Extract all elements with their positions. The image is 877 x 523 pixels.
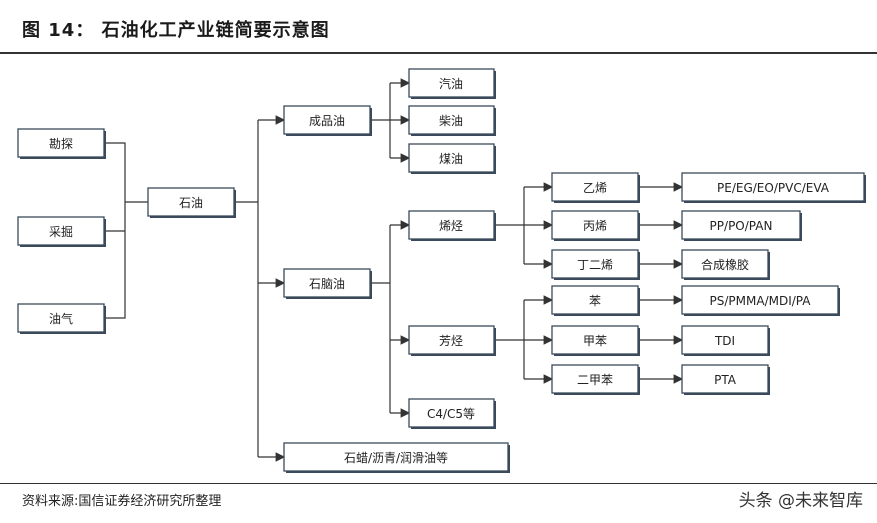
node-shila: 石蜡/沥青/润滑油等 [283,442,510,473]
svg-text:PTA: PTA [714,373,737,387]
watermark: 头条 @未来智库 [738,491,863,511]
node-chengpinyou: 成品油 [283,105,372,136]
svg-text:柴油: 柴油 [439,114,463,128]
node-pp: PP/PO/PAN [681,210,802,241]
node-caijue: 采掘 [17,216,106,247]
svg-text:煤油: 煤油 [439,152,463,166]
node-qiyou: 汽油 [408,68,496,99]
svg-text:采掘: 采掘 [49,224,73,239]
node-erjiaben: 二甲苯 [551,364,640,395]
svg-text:石油: 石油 [179,196,203,210]
top-rule [0,52,877,54]
node-pta: PTA [681,364,770,395]
node-hecheng: 合成橡胶 [681,249,770,280]
node-youqi: 油气 [17,303,106,334]
node-yixi: 乙烯 [551,172,640,203]
svg-text:石蜡/沥青/润滑油等: 石蜡/沥青/润滑油等 [344,451,448,465]
svg-text:C4/C5等: C4/C5等 [427,407,475,421]
svg-text:石脑油: 石脑油 [309,277,345,291]
svg-text:甲苯: 甲苯 [583,334,607,348]
bottom-rule [0,483,877,484]
svg-text:PE/EG/EO/PVC/EVA: PE/EG/EO/PVC/EVA [717,181,830,195]
node-dingerxi: 丁二烯 [551,249,640,280]
svg-text:丁二烯: 丁二烯 [577,258,613,272]
svg-text:汽油: 汽油 [439,76,463,91]
node-c4c5: C4/C5等 [408,398,496,429]
svg-text:苯: 苯 [589,294,601,308]
node-jiaben: 甲苯 [551,325,640,356]
svg-text:成品油: 成品油 [309,114,345,128]
svg-text:PP/PO/PAN: PP/PO/PAN [710,219,773,233]
svg-text:油气: 油气 [49,311,73,326]
svg-text:勘探: 勘探 [49,137,73,151]
node-shinaoyou: 石脑油 [283,268,372,299]
svg-text:芳烃: 芳烃 [439,334,463,348]
source-note: 资料来源:国信证券经济研究所整理 [22,494,222,509]
svg-text:TDI: TDI [714,334,735,348]
node-meiyou: 煤油 [408,143,496,174]
svg-text:乙烯: 乙烯 [583,181,607,195]
node-ben: 苯 [551,285,640,316]
node-chaiyou: 柴油 [408,105,496,136]
figure-title: 图 14： 石油化工产业链简要示意图 [22,20,330,41]
node-fangting: 芳烃 [408,325,496,356]
svg-text:丙烯: 丙烯 [583,219,607,233]
edges [104,78,684,462]
node-pe: PE/EG/EO/PVC/EVA [681,172,866,203]
node-tdi: TDI [681,325,770,356]
node-shiyou: 石油 [147,187,236,218]
svg-text:PS/PMMA/MDI/PA: PS/PMMA/MDI/PA [710,294,812,308]
node-ps: PS/PMMA/MDI/PA [681,285,840,316]
svg-text:烯烃: 烯烃 [439,219,463,233]
svg-text:合成橡胶: 合成橡胶 [701,257,749,272]
node-bingxi: 丙烯 [551,210,640,241]
node-kantan: 勘探 [17,128,106,159]
node-xiting: 烯烃 [408,210,496,241]
svg-text:二甲苯: 二甲苯 [577,373,613,387]
